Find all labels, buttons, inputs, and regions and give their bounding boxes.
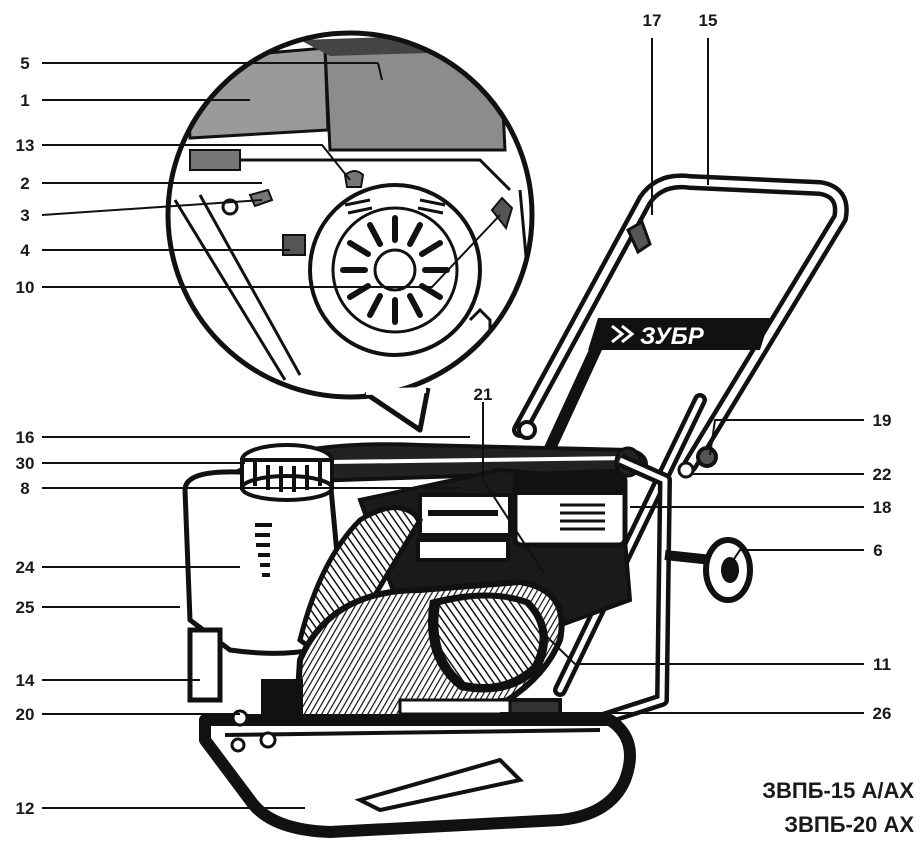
callout-25: 25 <box>16 598 35 617</box>
tank-cap <box>240 443 334 502</box>
callout-22: 22 <box>873 465 892 484</box>
throttle-control-lever <box>626 219 652 255</box>
callout-11: 11 <box>873 655 891 674</box>
callout-18: 18 <box>873 498 892 517</box>
leader-19 <box>709 419 864 456</box>
callout-30: 30 <box>16 454 35 473</box>
recoil-starter <box>308 183 482 357</box>
starter-handle <box>490 196 514 231</box>
callout-10: 10 <box>16 278 35 297</box>
callout-1: 1 <box>20 91 29 110</box>
callout-17: 17 <box>643 11 662 30</box>
brand-plate: ЗУБР <box>588 318 770 350</box>
callout-5: 5 <box>20 54 29 73</box>
leader-10 <box>42 214 501 288</box>
callout-6: 6 <box>873 541 882 560</box>
handle-mount-bolt <box>517 420 537 440</box>
fuel-valve <box>221 198 239 216</box>
leader-13 <box>42 144 351 181</box>
callout-13: 13 <box>16 136 35 155</box>
detail-zoom-view <box>165 30 535 433</box>
callout-8: 8 <box>20 479 29 498</box>
base-plate <box>199 709 636 838</box>
callout-4: 4 <box>20 241 30 260</box>
callout-21: 21 <box>474 385 493 404</box>
handle-adjust-bolt <box>696 446 718 468</box>
brand-logo: ЗУБР <box>640 323 705 350</box>
plate-compactor: ЗУБР <box>182 173 849 838</box>
throttle-lever <box>248 188 274 208</box>
transport-wheel <box>664 537 753 603</box>
choke-lever <box>282 234 306 256</box>
callout-labels: 5 1 13 2 3 4 10 17 15 21 16 19 30 22 8 1… <box>16 11 892 818</box>
callout-15: 15 <box>699 11 718 30</box>
callout-24: 24 <box>16 558 35 577</box>
callout-3: 3 <box>20 206 29 225</box>
callout-19: 19 <box>873 411 892 430</box>
model-name-1: ЗВПБ-15 А/АХ <box>762 778 914 803</box>
leader-6 <box>729 549 864 566</box>
callout-14: 14 <box>16 671 35 690</box>
callout-leaders <box>41 38 864 809</box>
model-name-2: ЗВПБ-20 АХ <box>784 812 914 837</box>
engine-switch <box>343 170 365 188</box>
callout-12: 12 <box>16 799 35 818</box>
leader-11 <box>539 629 864 665</box>
leader-3 <box>41 199 263 216</box>
leader-21 <box>482 402 546 576</box>
callout-26: 26 <box>873 704 892 723</box>
callout-20: 20 <box>16 705 35 724</box>
callout-2: 2 <box>20 174 29 193</box>
callout-16: 16 <box>16 428 35 447</box>
brand-arrow-icon <box>611 324 635 344</box>
